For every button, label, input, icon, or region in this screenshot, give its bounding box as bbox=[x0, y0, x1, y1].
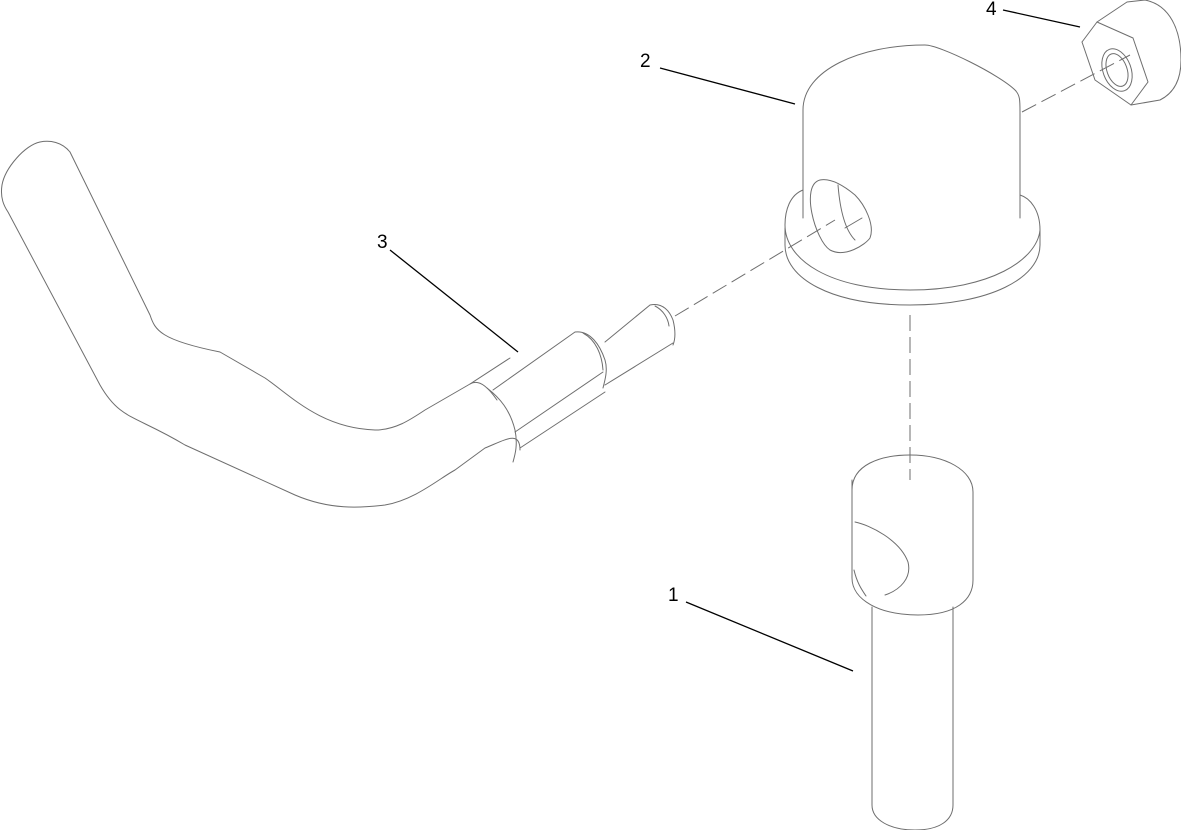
callout-2-leader bbox=[659, 67, 796, 105]
callout-4-leader bbox=[1002, 9, 1081, 28]
nut-axis-line bbox=[1021, 54, 1131, 113]
bent-rod-part bbox=[1, 140, 676, 508]
callout-3-leader bbox=[389, 249, 519, 353]
callout-3: 3 bbox=[377, 232, 388, 253]
rod-axis-line bbox=[674, 219, 836, 317]
pin-part bbox=[851, 454, 974, 830]
callout-4: 4 bbox=[986, 0, 997, 20]
pivot-housing-part bbox=[784, 44, 1041, 306]
callout-2: 2 bbox=[640, 51, 651, 72]
hex-nut-part bbox=[1081, 0, 1181, 106]
callout-1: 1 bbox=[668, 585, 679, 606]
callout-1-leader bbox=[685, 601, 854, 672]
